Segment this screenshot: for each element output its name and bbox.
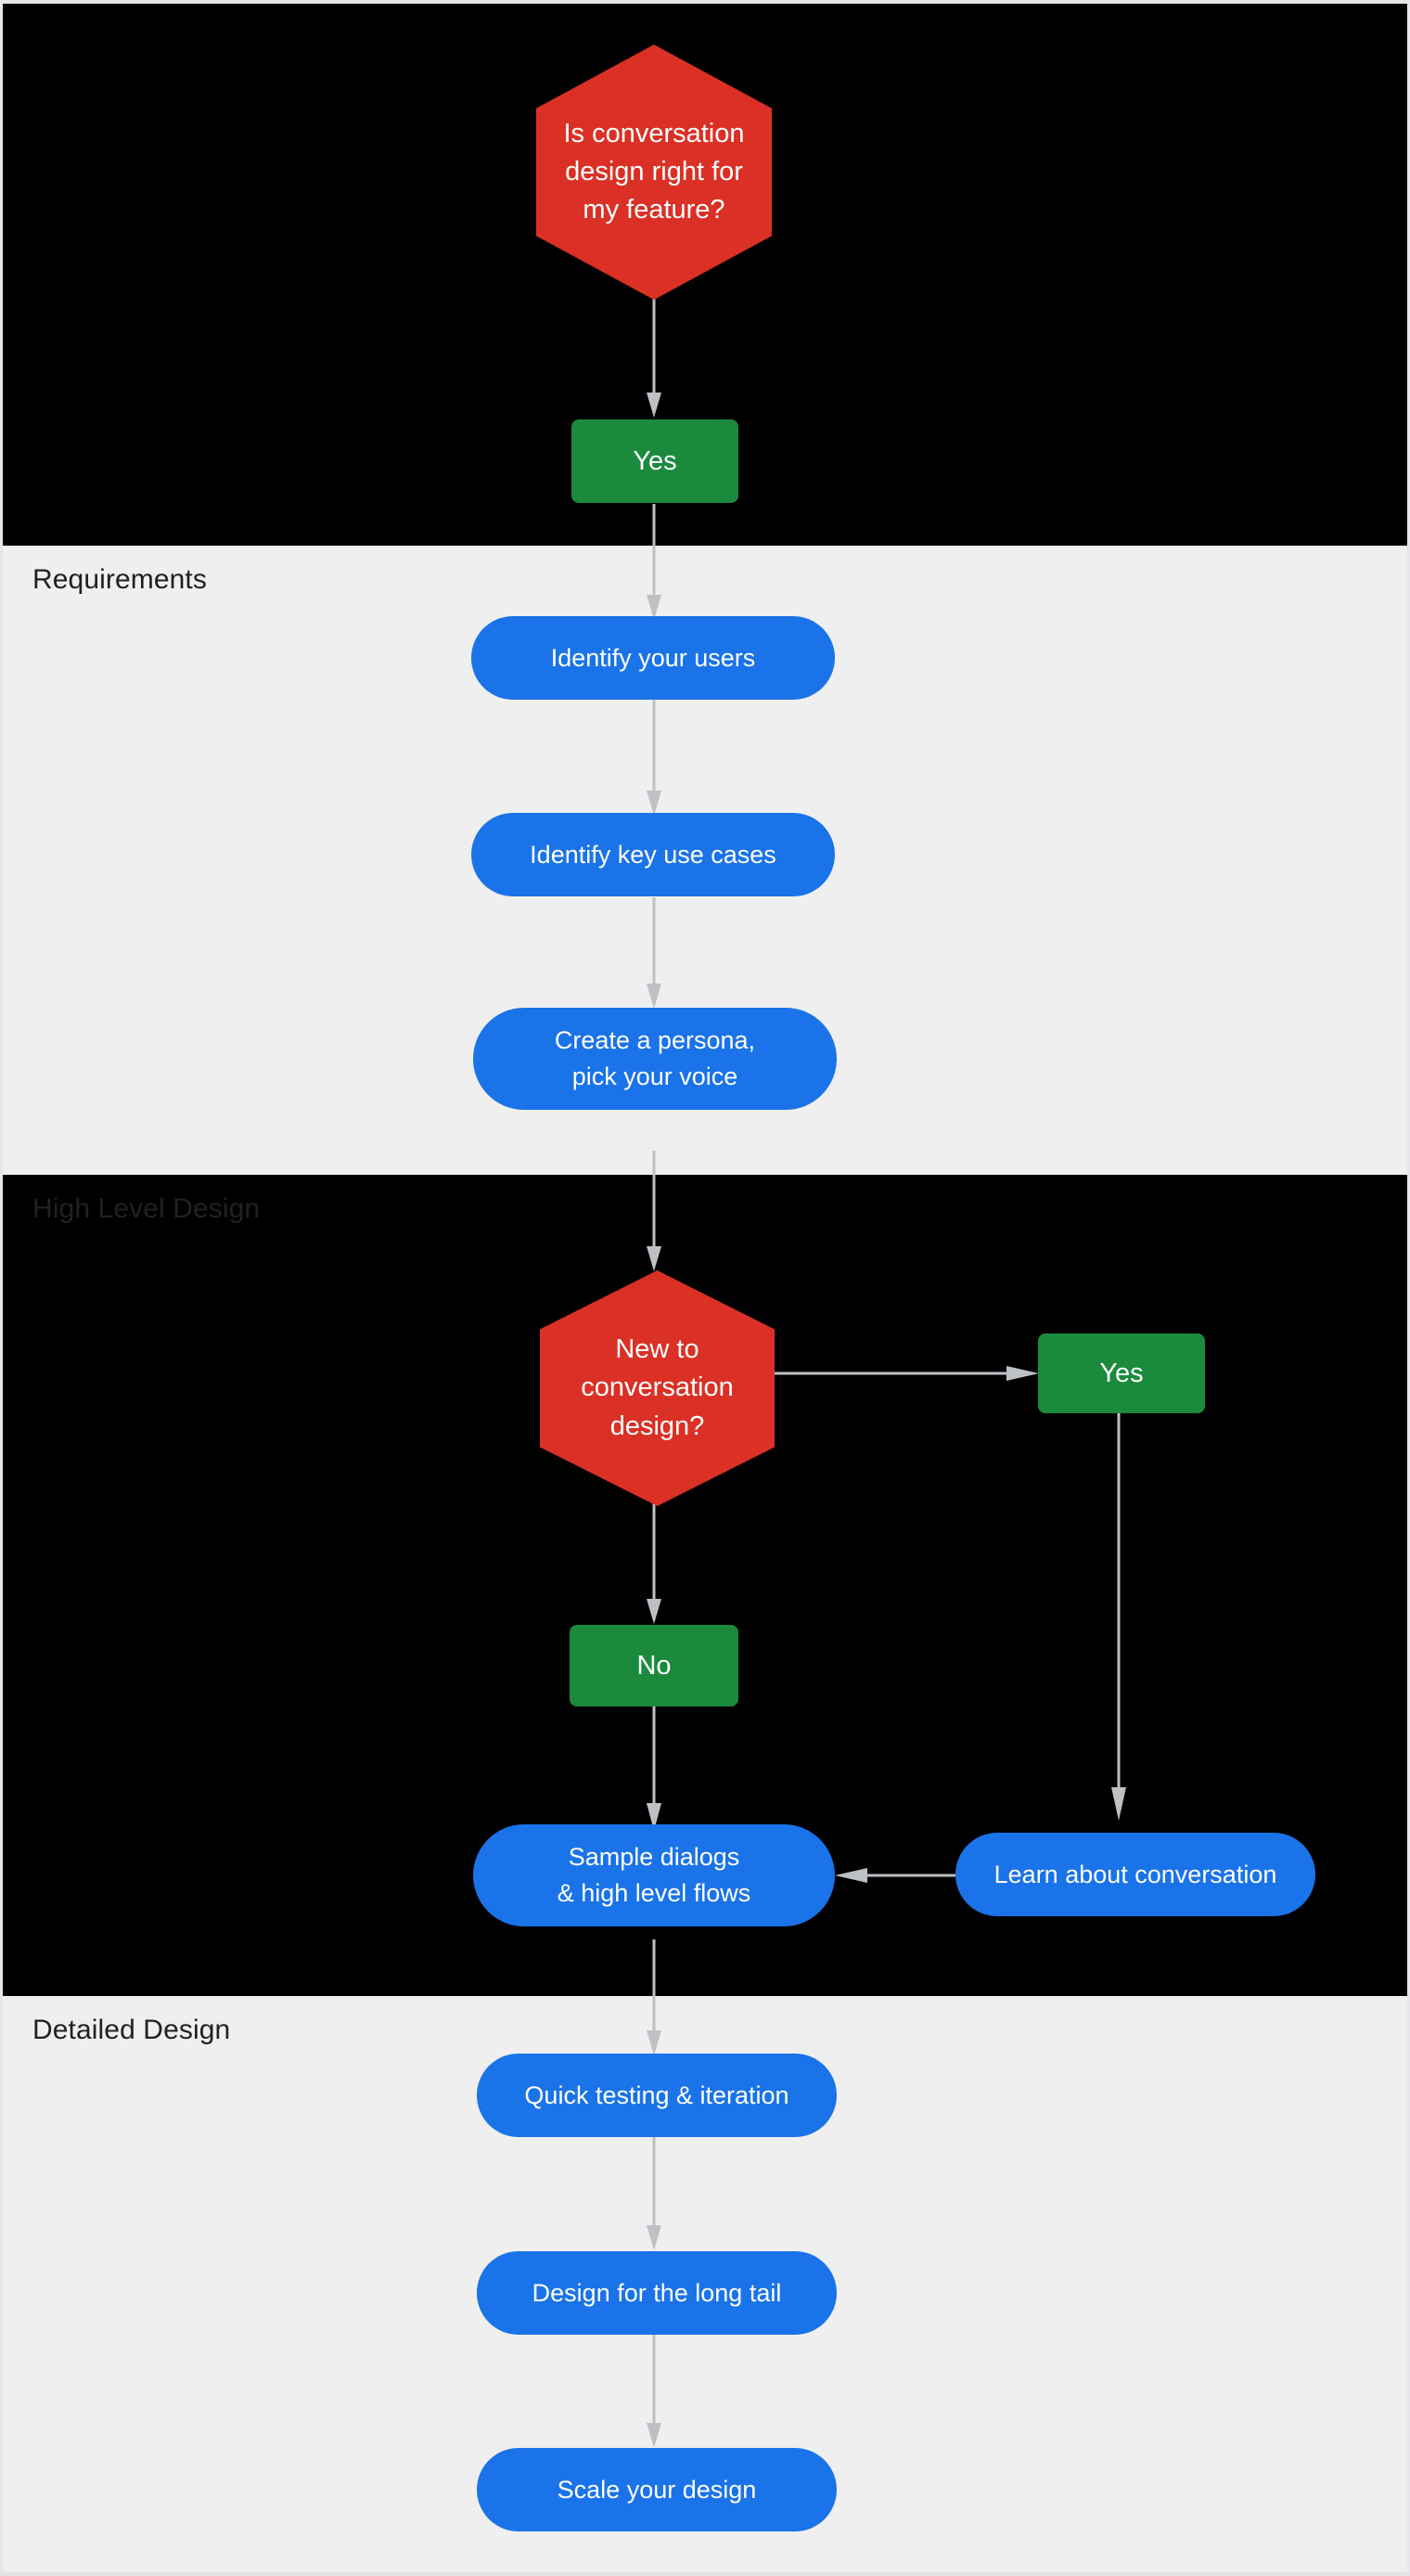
section-label-detailed-design: Detailed Design: [32, 2015, 231, 2045]
canvas-edge-top: [0, 0, 1410, 4]
answer-yes-new-to-conversation-design[interactable]: Yes: [1038, 1333, 1205, 1413]
step-identify-key-use-cases[interactable]: Identify key use cases: [471, 813, 835, 896]
step-label: Identify key use cases: [530, 840, 776, 869]
step-label-line-1: Create a persona,: [554, 1026, 756, 1055]
section-label-high-level-design: High Level Design: [32, 1193, 261, 1224]
step-design-for-the-long-tail[interactable]: Design for the long tail: [477, 2251, 837, 2335]
decision-line-3: design?: [609, 1410, 705, 1441]
answer-no-new-to-conversation-design[interactable]: No: [570, 1625, 738, 1707]
step-sample-dialogs-and-high-level-flows[interactable]: Sample dialogs & high level flows: [473, 1824, 835, 1926]
decision-line-2: design right for: [565, 156, 743, 187]
decision-line-2: conversation: [581, 1372, 734, 1403]
step-label: Learn about conversation: [993, 1860, 1277, 1888]
step-label-line-2: & high level flows: [557, 1879, 751, 1907]
step-label: Quick testing & iteration: [524, 2080, 789, 2109]
edge-no-to-sample-dialogs: [647, 1706, 661, 1831]
step-label: Identify your users: [550, 643, 756, 672]
edge-identify-users-to-use-cases: [647, 700, 661, 816]
step-learn-about-conversation[interactable]: Learn about conversation: [955, 1833, 1315, 1916]
step-create-a-persona-pick-your-voice[interactable]: Create a persona, pick your voice: [473, 1008, 837, 1110]
decision-new-to-conversation-design[interactable]: New to conversation design?: [540, 1270, 775, 1506]
step-label-line-1: Sample dialogs: [568, 1843, 740, 1872]
answer-yes-after-conversation-design[interactable]: Yes: [571, 419, 738, 503]
decision-line-1: Is conversation: [563, 118, 745, 148]
answer-label: Yes: [633, 445, 677, 476]
answer-label: No: [636, 1650, 672, 1681]
canvas-edge-right: [1407, 0, 1410, 2576]
edge-yes2-to-learn-about-conversation: [1111, 1412, 1126, 1821]
edge-question1-to-yes1: [647, 297, 661, 418]
edge-use-cases-to-create-persona: [647, 897, 661, 1009]
canvas-edge-left: [0, 0, 3, 2576]
edge-design-long-tail-to-scale-design: [647, 2335, 661, 2448]
canvas-edge-bottom: [0, 2571, 1410, 2576]
section-label-requirements: Requirements: [32, 564, 207, 595]
step-label: Design for the long tail: [532, 2278, 782, 2307]
step-identify-your-users[interactable]: Identify your users: [471, 616, 835, 700]
edge-quick-testing-to-design-long-tail: [647, 2137, 661, 2250]
edge-yes1-to-identify-users: [647, 504, 661, 620]
step-quick-testing-and-iteration[interactable]: Quick testing & iteration: [477, 2054, 837, 2137]
step-label-line-2: pick your voice: [571, 1063, 738, 1090]
edge-question2-to-yes2: [770, 1366, 1039, 1381]
answer-label: Yes: [1099, 1358, 1144, 1388]
edge-create-persona-to-question2: [647, 1151, 661, 1271]
edge-sample-dialogs-to-quick-testing: [647, 1939, 661, 2055]
edge-question2-to-no: [647, 1503, 661, 1624]
decision-line-1: New to: [615, 1334, 699, 1365]
step-label: Scale your design: [557, 2475, 757, 2504]
decision-line-3: my feature?: [583, 195, 725, 225]
step-scale-your-design[interactable]: Scale your design: [477, 2448, 837, 2531]
edge-learn-about-conversation-to-sample-dialogs: [835, 1868, 955, 1883]
